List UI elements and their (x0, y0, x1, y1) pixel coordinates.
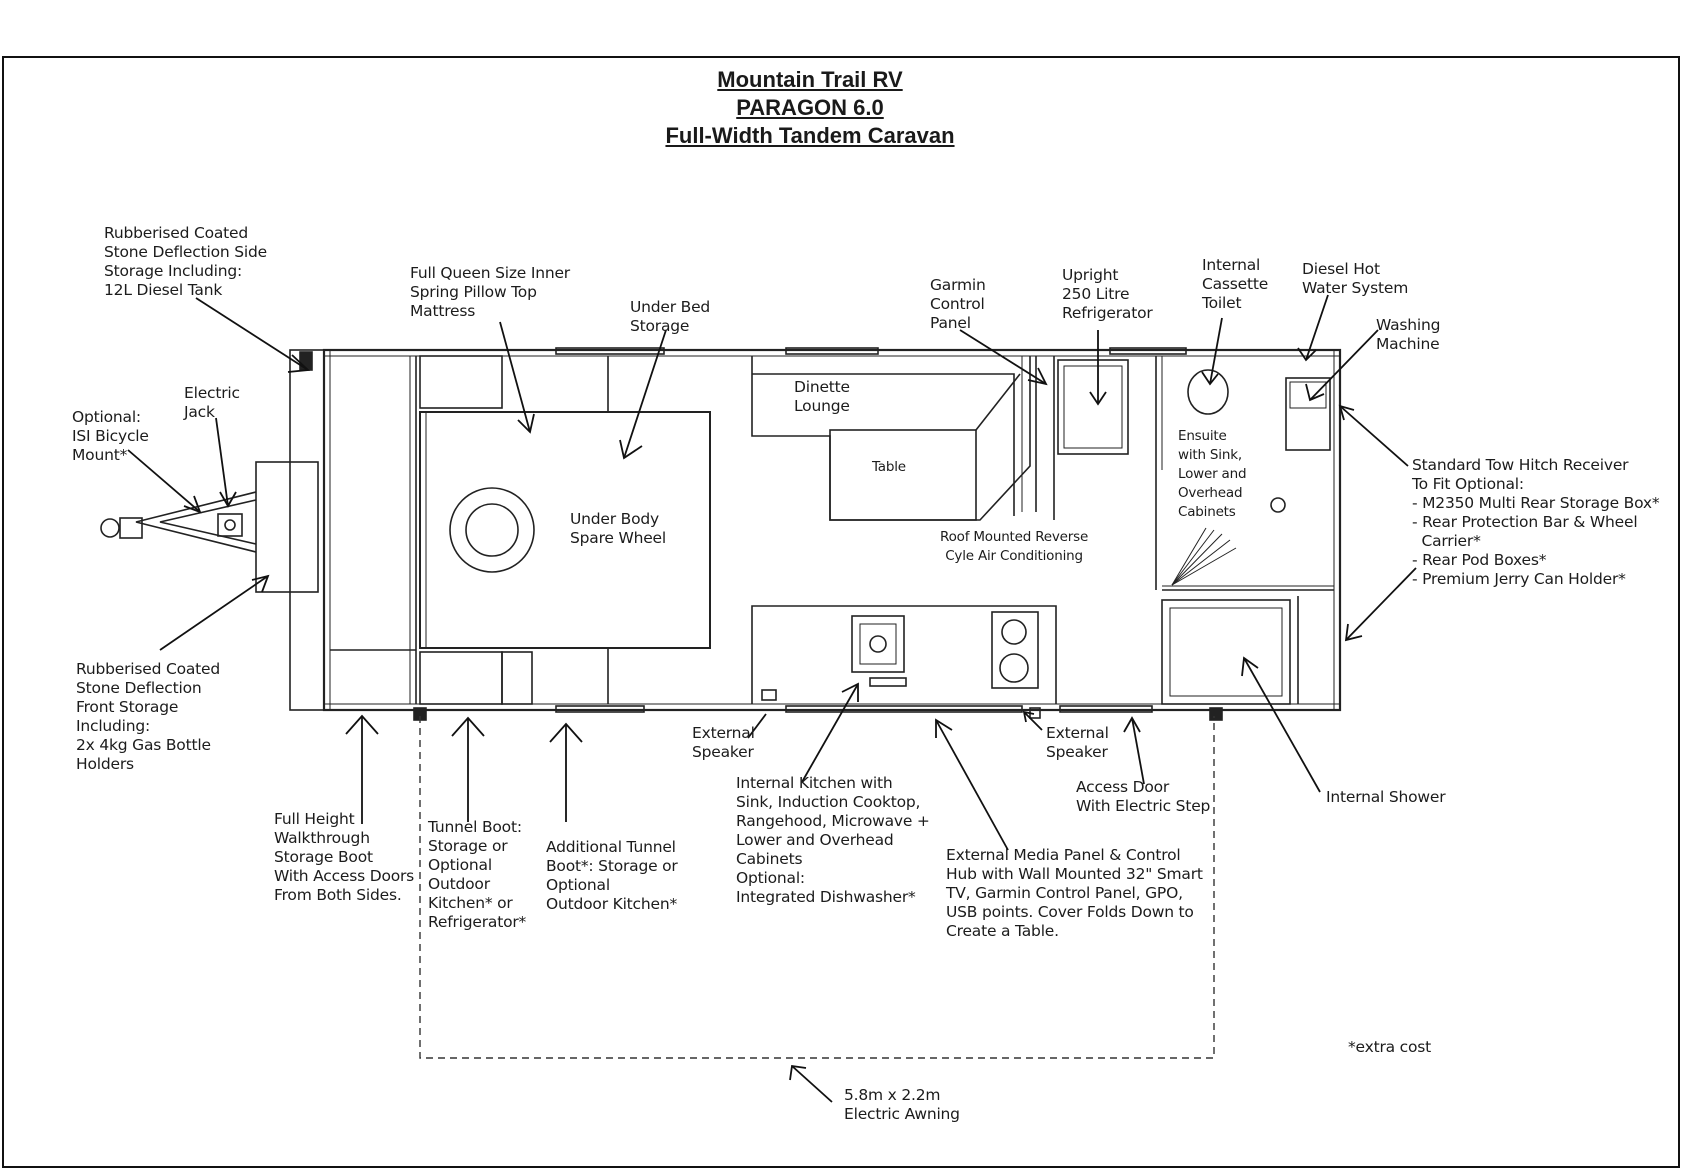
label-table: Table (872, 459, 906, 475)
title-block: Mountain Trail RV PARAGON 6.0 Full-Width… (550, 66, 1070, 150)
title-company: Mountain Trail RV (717, 67, 903, 92)
label-garmin-control-panel: Garmin Control Panel (930, 276, 986, 332)
label-media-panel: External Media Panel & Control Hub with … (946, 846, 1203, 940)
label-speaker-right: External Speaker (1046, 724, 1109, 761)
a-frame-drawbar (100, 349, 325, 711)
label-bicycle-mount: Optional: ISI Bicycle Mount* (72, 408, 149, 464)
label-under-bed-storage: Under Bed Storage (630, 298, 711, 335)
label-ensuite: Ensuite with Sink, Lower and Overhead Ca… (1178, 428, 1247, 520)
cassette-toilet (1187, 369, 1229, 415)
label-cassette-toilet: Internal Cassette Toilet (1202, 256, 1269, 312)
label-refrigerator: Upright 250 Litre Refrigerator (1062, 266, 1153, 322)
drawing-frame (2, 56, 1680, 1168)
label-spare-wheel: Under Body Spare Wheel (570, 510, 666, 547)
kitchen-bench (751, 605, 1057, 704)
label-internal-kitchen: Internal Kitchen with Sink, Induction Co… (736, 774, 930, 906)
label-tow-hitch: Standard Tow Hitch Receiver To Fit Optio… (1412, 456, 1660, 588)
label-side-storage: Rubberised Coated Stone Deflection Side … (104, 224, 267, 299)
label-diesel-hot-water: Diesel Hot Water System (1302, 260, 1409, 297)
label-mattress: Full Queen Size Inner Spring Pillow Top … (410, 264, 570, 320)
label-access-door: Access Door With Electric Step (1076, 778, 1211, 815)
spare-wheel (449, 487, 535, 573)
label-walkthrough-boot: Full Height Walkthrough Storage Boot Wit… (274, 810, 415, 904)
title-model: PARAGON 6.0 (736, 95, 884, 120)
label-dinette-lounge: Dinette Lounge (794, 378, 850, 415)
title-description: Full-Width Tandem Caravan (665, 123, 955, 148)
queen-bed (419, 411, 711, 649)
electric-awning-outline (419, 716, 1215, 1059)
label-internal-shower: Internal Shower (1326, 788, 1446, 806)
label-additional-tunnel-boot: Additional Tunnel Boot*: Storage or Opti… (546, 838, 678, 913)
label-washing-machine: Washing Machine (1376, 316, 1441, 353)
shower (1161, 599, 1291, 705)
label-tunnel-boot: Tunnel Boot: Storage or Optional Outdoor… (428, 818, 527, 931)
washing-machine (1285, 377, 1331, 451)
label-air-conditioning: Roof Mounted Reverse Cyle Air Conditioni… (940, 529, 1089, 564)
leader-lines (127, 294, 1417, 1103)
label-speaker-left: External Speaker (692, 724, 755, 761)
refrigerator (1057, 359, 1129, 455)
label-electric-awning: 5.8m x 2.2m Electric Awning (844, 1086, 960, 1123)
dinette-lounge (751, 356, 1037, 521)
label-electric-jack: Electric Jack (184, 384, 240, 421)
label-extra-cost-note: *extra cost (1348, 1038, 1432, 1056)
label-front-storage: Rubberised Coated Stone Deflection Front… (76, 660, 221, 773)
